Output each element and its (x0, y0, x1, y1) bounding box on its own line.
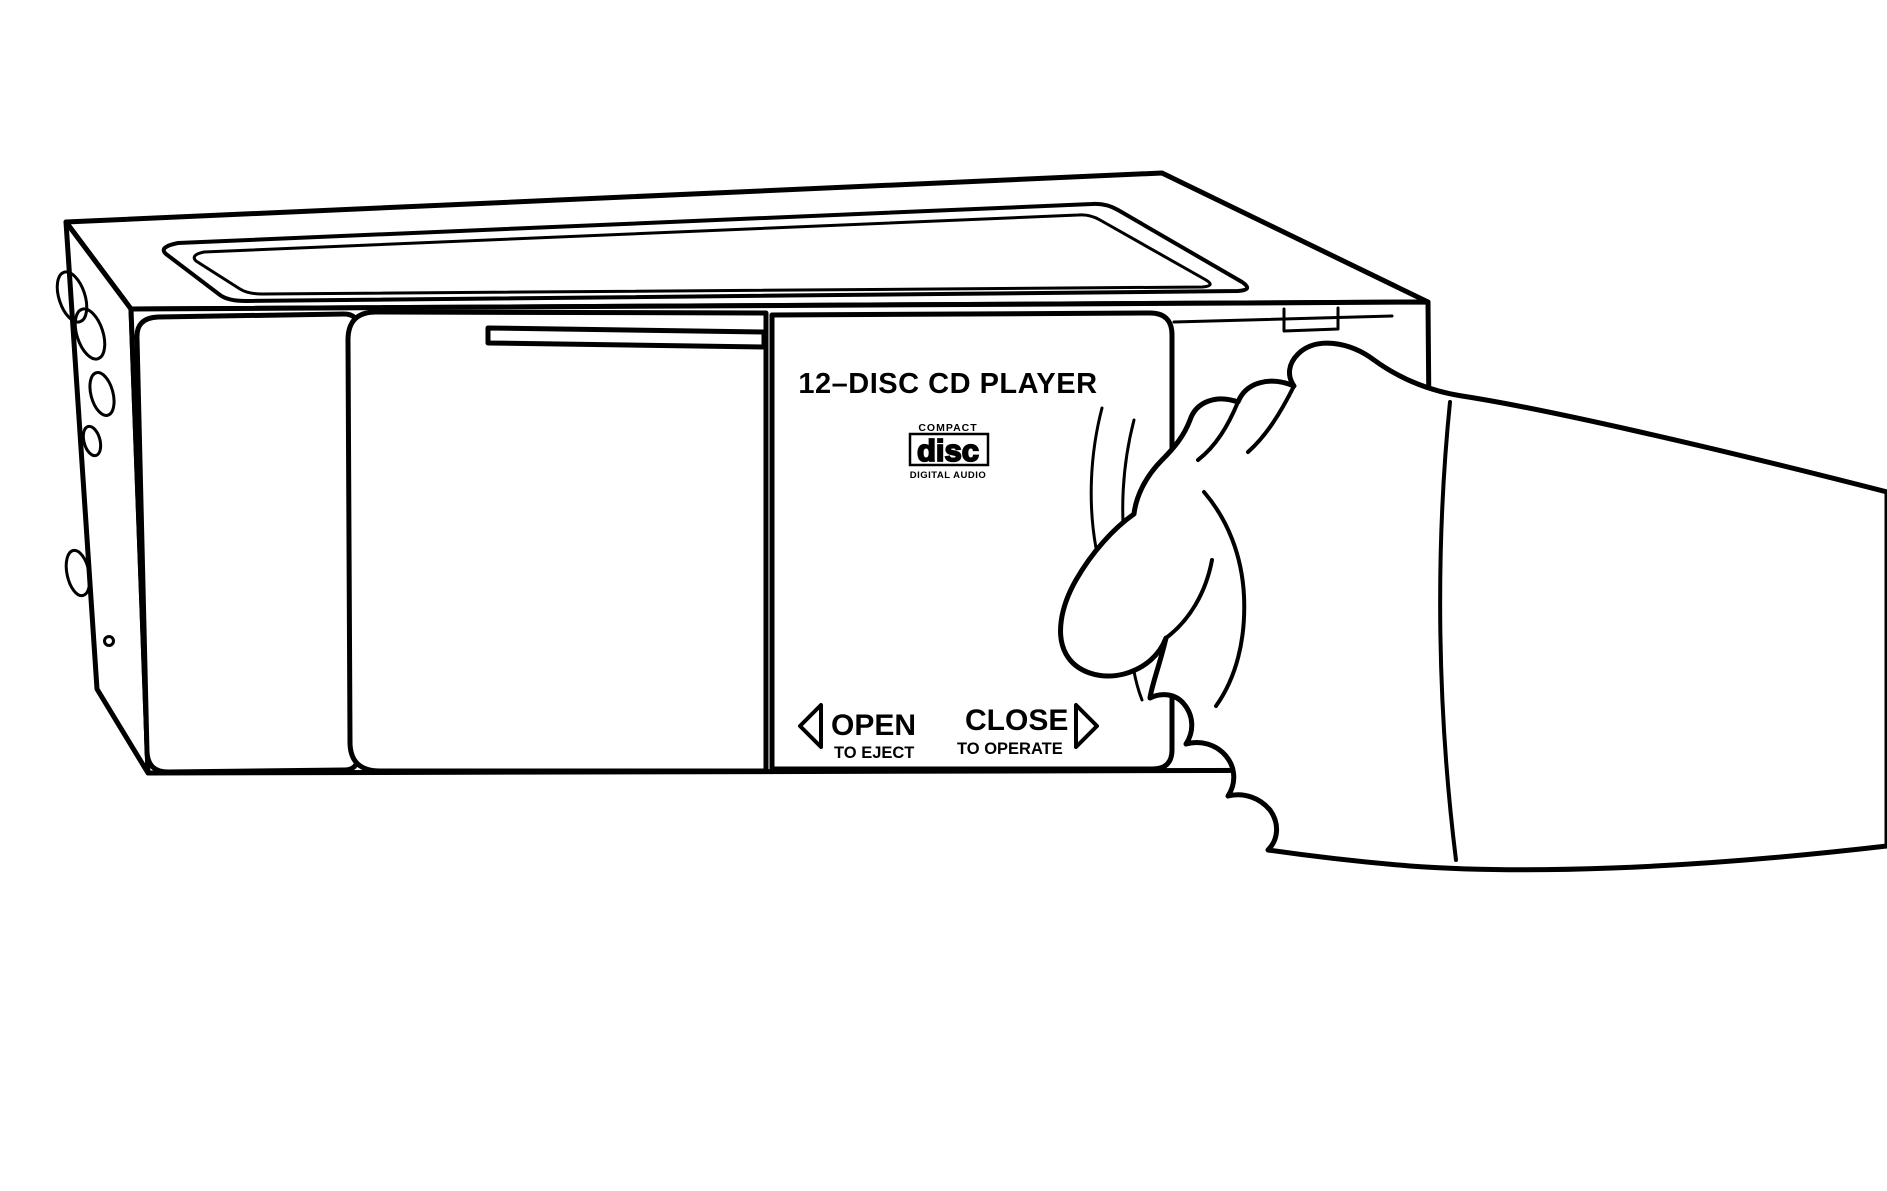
finger-crease (1246, 384, 1296, 454)
close-operate-label: CLOSE TO OPERATE (957, 703, 1099, 758)
door-title: 12–DISC CD PLAYER (798, 368, 1097, 400)
side-screw-icon (103, 635, 115, 647)
index-finger-line (1202, 490, 1247, 708)
center-front-panel (345, 309, 769, 774)
side-knob-icon (55, 270, 89, 324)
hand-silhouette (1058, 340, 1887, 873)
wrist-crease (1438, 400, 1458, 862)
open-eject-label: OPEN TO EJECT (798, 703, 916, 762)
thumb-line (1164, 558, 1214, 640)
chassis-step (1282, 306, 1340, 333)
logo-box (908, 432, 990, 467)
side-knob-icon (88, 371, 116, 417)
side-connectors (55, 270, 116, 647)
side-knob-icon (81, 424, 103, 458)
compact-disc-logo: COMPACT disc DIGITAL AUDIO (908, 422, 990, 481)
logo-compact-text: COMPACT (918, 422, 977, 434)
logo-digital-audio-text: DIGITAL AUDIO (910, 470, 987, 481)
motion-line (1089, 406, 1104, 550)
top-recess-inner (192, 213, 1212, 296)
hand (1058, 340, 1887, 873)
open-triangle-icon (798, 703, 823, 749)
finger-crease (1196, 400, 1240, 462)
open-sub-label: TO EJECT (834, 744, 914, 762)
side-knob-icon (73, 307, 107, 361)
close-triangle-icon (1074, 703, 1099, 749)
open-label: OPEN (831, 709, 916, 742)
logo-wordmark: disc (917, 433, 979, 468)
side-knob-icon (64, 548, 92, 598)
disc-slot (485, 325, 767, 350)
close-label: CLOSE (965, 704, 1068, 737)
top-recess-outer (161, 201, 1250, 303)
left-front-panel (134, 311, 361, 775)
close-sub-label: TO OPERATE (957, 740, 1063, 758)
